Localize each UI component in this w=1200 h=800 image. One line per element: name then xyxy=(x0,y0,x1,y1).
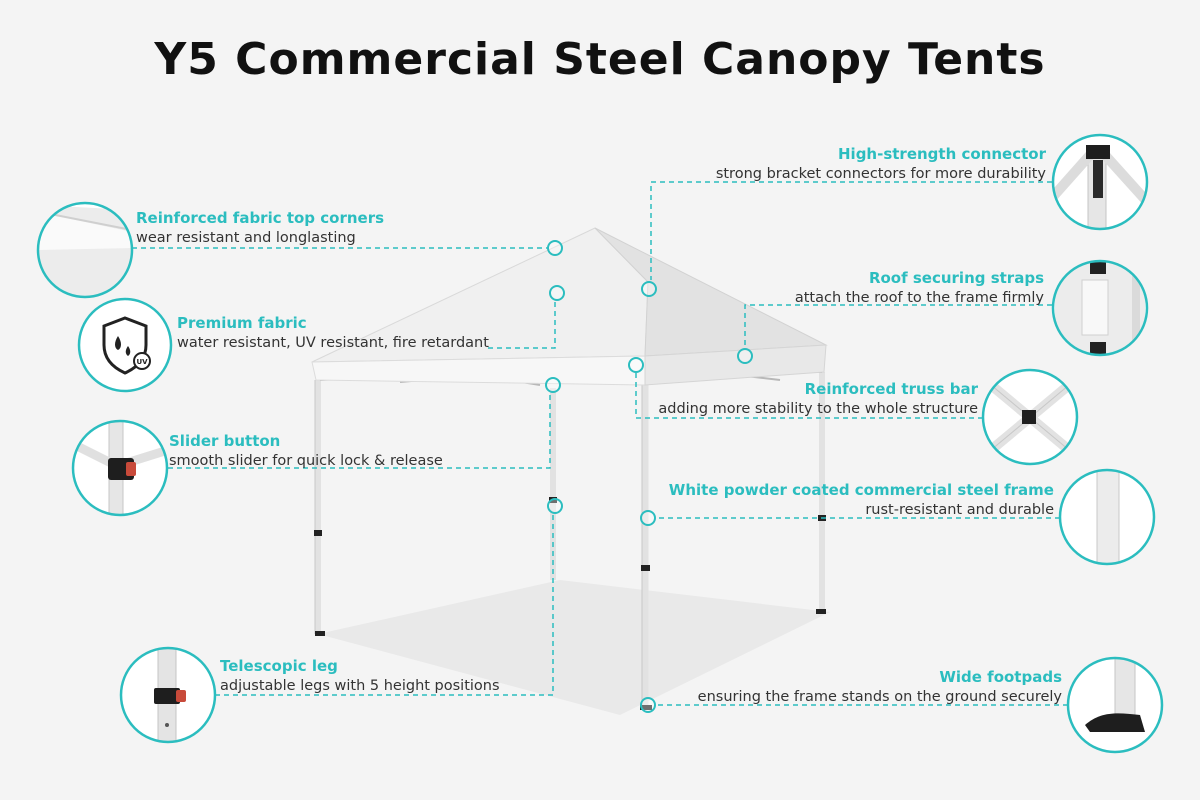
feature-title: Roof securing straps xyxy=(868,269,1044,287)
feature-title: High-strength connector xyxy=(838,145,1046,163)
feature-title: Telescopic leg xyxy=(220,657,338,675)
detail-roof-straps xyxy=(1051,259,1149,357)
detail-steel-frame xyxy=(1058,468,1156,566)
feature-title: Premium fabric xyxy=(177,314,307,332)
shield-uv-icon: UV xyxy=(77,297,173,393)
feature-slider-button: Slider button smooth slider for quick lo… xyxy=(169,431,443,471)
feature-title: Wide footpads xyxy=(939,668,1062,686)
hotspot-markers xyxy=(545,240,753,713)
uv-badge-text: UV xyxy=(136,358,148,366)
feature-fabric-corners: Reinforced fabric top corners wear resis… xyxy=(136,208,384,248)
feature-desc: strong bracket connectors for more durab… xyxy=(715,166,1046,182)
feature-title: Slider button xyxy=(169,432,281,450)
ground-shadow xyxy=(318,580,830,715)
canopy-valance-right xyxy=(644,344,827,386)
detail-slider-button xyxy=(71,419,169,517)
feature-desc: attach the roof to the frame firmly xyxy=(794,290,1044,306)
feature-desc: adding more stability to the whole struc… xyxy=(658,401,978,417)
feature-title: Reinforced fabric top corners xyxy=(136,209,385,227)
feature-telescopic-leg: Telescopic leg adjustable legs with 5 he… xyxy=(220,656,500,696)
leader-lines xyxy=(132,181,1068,706)
feature-desc: wear resistant and longlasting xyxy=(136,230,356,246)
feature-desc: smooth slider for quick lock & release xyxy=(169,453,443,469)
detail-truss-bar xyxy=(981,368,1079,466)
feature-desc: water resistant, UV resistant, fire reta… xyxy=(177,335,489,351)
feature-desc: ensuring the frame stands on the ground … xyxy=(697,689,1062,705)
detail-connector xyxy=(1051,133,1149,231)
detail-footpad xyxy=(1066,656,1164,754)
feature-title: Reinforced truss bar xyxy=(804,380,978,398)
detail-telescopic-leg xyxy=(119,646,217,744)
feature-steel-frame: White powder coated commercial steel fra… xyxy=(669,480,1054,520)
feature-truss-bar: Reinforced truss bar adding more stabili… xyxy=(658,379,978,419)
feature-roof-straps: Roof securing straps attach the roof to … xyxy=(795,268,1044,308)
feature-desc: rust-resistant and durable xyxy=(865,502,1054,518)
detail-fabric-corner xyxy=(36,201,134,299)
feature-desc: adjustable legs with 5 height positions xyxy=(220,678,500,694)
leg-outline xyxy=(314,380,643,708)
tent-legs xyxy=(315,372,825,708)
feature-connector: High-strength connector strong bracket c… xyxy=(716,144,1046,184)
feature-title: White powder coated commercial steel fra… xyxy=(668,481,1054,499)
feature-footpads: Wide footpads ensuring the frame stands … xyxy=(698,667,1062,707)
page-title: Y5 Commercial Steel Canopy Tents xyxy=(154,34,1046,85)
feature-premium-fabric: Premium fabric water resistant, UV resis… xyxy=(177,313,489,353)
